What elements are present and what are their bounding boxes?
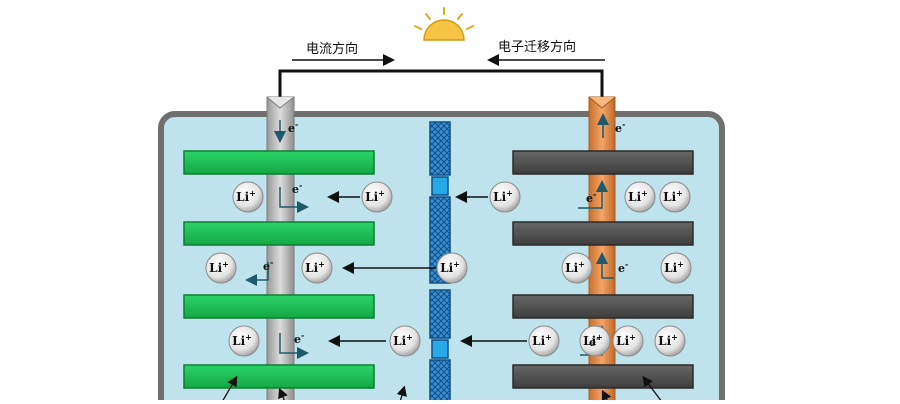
lithium-ion: Li+ <box>659 181 691 213</box>
current-direction-label: 电流方向 <box>306 42 359 57</box>
lithium-ion: Li+ <box>301 252 333 284</box>
anode-plate <box>183 150 375 175</box>
lithium-ion: Li+ <box>579 325 611 357</box>
cathode-plate <box>512 294 694 319</box>
lithium-ion: Li+ <box>624 181 656 213</box>
electron-flow-arrow <box>279 187 309 213</box>
electron-symbol: e- <box>292 180 302 196</box>
lithium-ion: Li+ <box>528 325 560 357</box>
lithium-ion: Li+ <box>205 252 237 284</box>
anode-plate <box>183 294 375 319</box>
anode-current-collector <box>266 96 295 404</box>
lithium-ion: Li+ <box>228 325 260 357</box>
electron-symbol: e- <box>294 330 304 346</box>
cathode-plate <box>512 150 694 175</box>
anode-plate <box>183 364 375 389</box>
electron-flow-arrow <box>245 262 269 286</box>
electron-flow-arrow <box>279 333 309 359</box>
electron-symbol: e- <box>263 257 273 273</box>
separator <box>429 121 451 404</box>
lithium-ion: Li+ <box>489 181 521 213</box>
lithium-ion: Li+ <box>612 325 644 357</box>
electron-flow-arrow <box>596 252 614 279</box>
lithium-ion: Li+ <box>660 252 692 284</box>
electron-direction-label: 电子迁移方向 <box>498 40 577 55</box>
anode-plate <box>183 221 375 246</box>
electron-symbol: e- <box>586 189 596 205</box>
electron-symbol: e- <box>615 119 625 135</box>
electron-symbol: e- <box>288 119 298 135</box>
lithium-ion: Li+ <box>361 181 393 213</box>
cathode-plate <box>512 221 694 246</box>
lithium-ion: Li+ <box>232 181 264 213</box>
pointer-arrow <box>642 375 663 403</box>
lithium-ion: Li+ <box>436 252 468 284</box>
lithium-ion: Li+ <box>561 252 593 284</box>
cathode-plate <box>512 364 694 389</box>
lithium-ion: Li+ <box>654 325 686 357</box>
external-wire <box>278 69 604 100</box>
electron-symbol: e- <box>589 333 599 349</box>
electron-flow-arrow <box>578 180 608 209</box>
lithium-ion: Li+ <box>389 325 421 357</box>
sun-icon <box>414 7 474 41</box>
electron-symbol: e- <box>618 259 628 275</box>
pointer-arrow <box>221 375 238 403</box>
